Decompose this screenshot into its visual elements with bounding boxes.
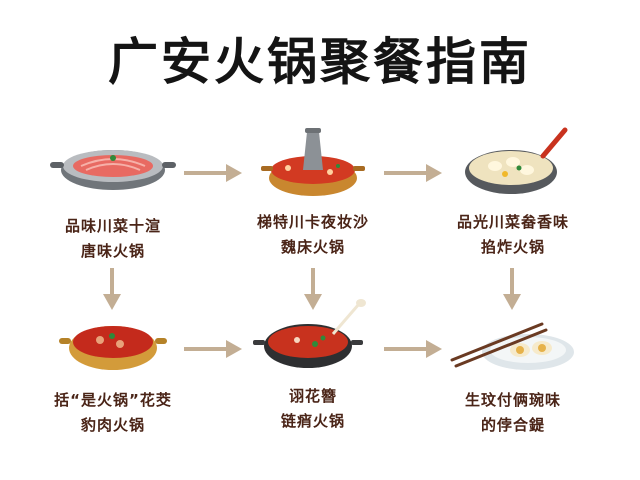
page-title: 广安火锅聚餐指南 [108, 33, 532, 91]
copper-chimney-hotpot-icon [261, 128, 365, 196]
arrow-down-1-to-4 [103, 268, 121, 310]
step-node-3: 品光川菜畚香味 掐炸火锅 [428, 126, 598, 260]
step-node-2: 梯特川卡夜妆沙 魏床火锅 [228, 126, 398, 260]
step-label-4-line1: 括“是火锅”花茭 [54, 391, 172, 409]
arrow-right-5-to-6 [384, 340, 442, 358]
egg-hotpot-with-ladle-icon [465, 127, 568, 194]
step-label-3-line1: 品光川菜畚香味 [456, 213, 569, 231]
step-label-3-line2: 掐炸火锅 [480, 238, 545, 256]
step-label-1-line2: 唐味火锅 [80, 242, 145, 260]
step-label-6-line2: 的侼合鍉 [480, 416, 545, 434]
arrow-right-1-to-2 [184, 164, 242, 182]
step-label-4-line2: 豹肉火锅 [80, 416, 145, 434]
step-label-6-line1: 生玟付俩琬味 [464, 391, 561, 409]
meat-platter-pot-icon [50, 150, 176, 190]
step-node-4: 括“是火锅”花茭 豹肉火锅 [28, 316, 198, 438]
arrow-down-2-to-5 [304, 268, 322, 310]
step-node-5: 诩花簪 链痟火锅 [228, 298, 398, 434]
step-label-1-line1: 品味川菜十渲 [64, 217, 161, 235]
chopsticks-dumplings-plate-icon [450, 322, 574, 370]
arrow-right-2-to-3 [384, 164, 442, 182]
arrow-down-3-to-6 [503, 268, 521, 310]
step-label-2-line2: 魏床火锅 [280, 238, 345, 256]
arrow-right-4-to-5 [184, 340, 242, 358]
step-label-5-line1: 诩花簪 [288, 387, 337, 405]
step-node-6: 生玟付俩琬味 的侼合鍉 [428, 318, 598, 438]
golden-spicy-hotpot-icon [59, 326, 167, 370]
black-pot-with-spoon-icon [253, 299, 366, 368]
step-node-1: 品味川菜十渲 唐味火锅 [28, 140, 198, 264]
step-label-5-line2: 链痟火锅 [280, 412, 345, 430]
step-label-2-line1: 梯特川卡夜妆沙 [256, 213, 369, 231]
